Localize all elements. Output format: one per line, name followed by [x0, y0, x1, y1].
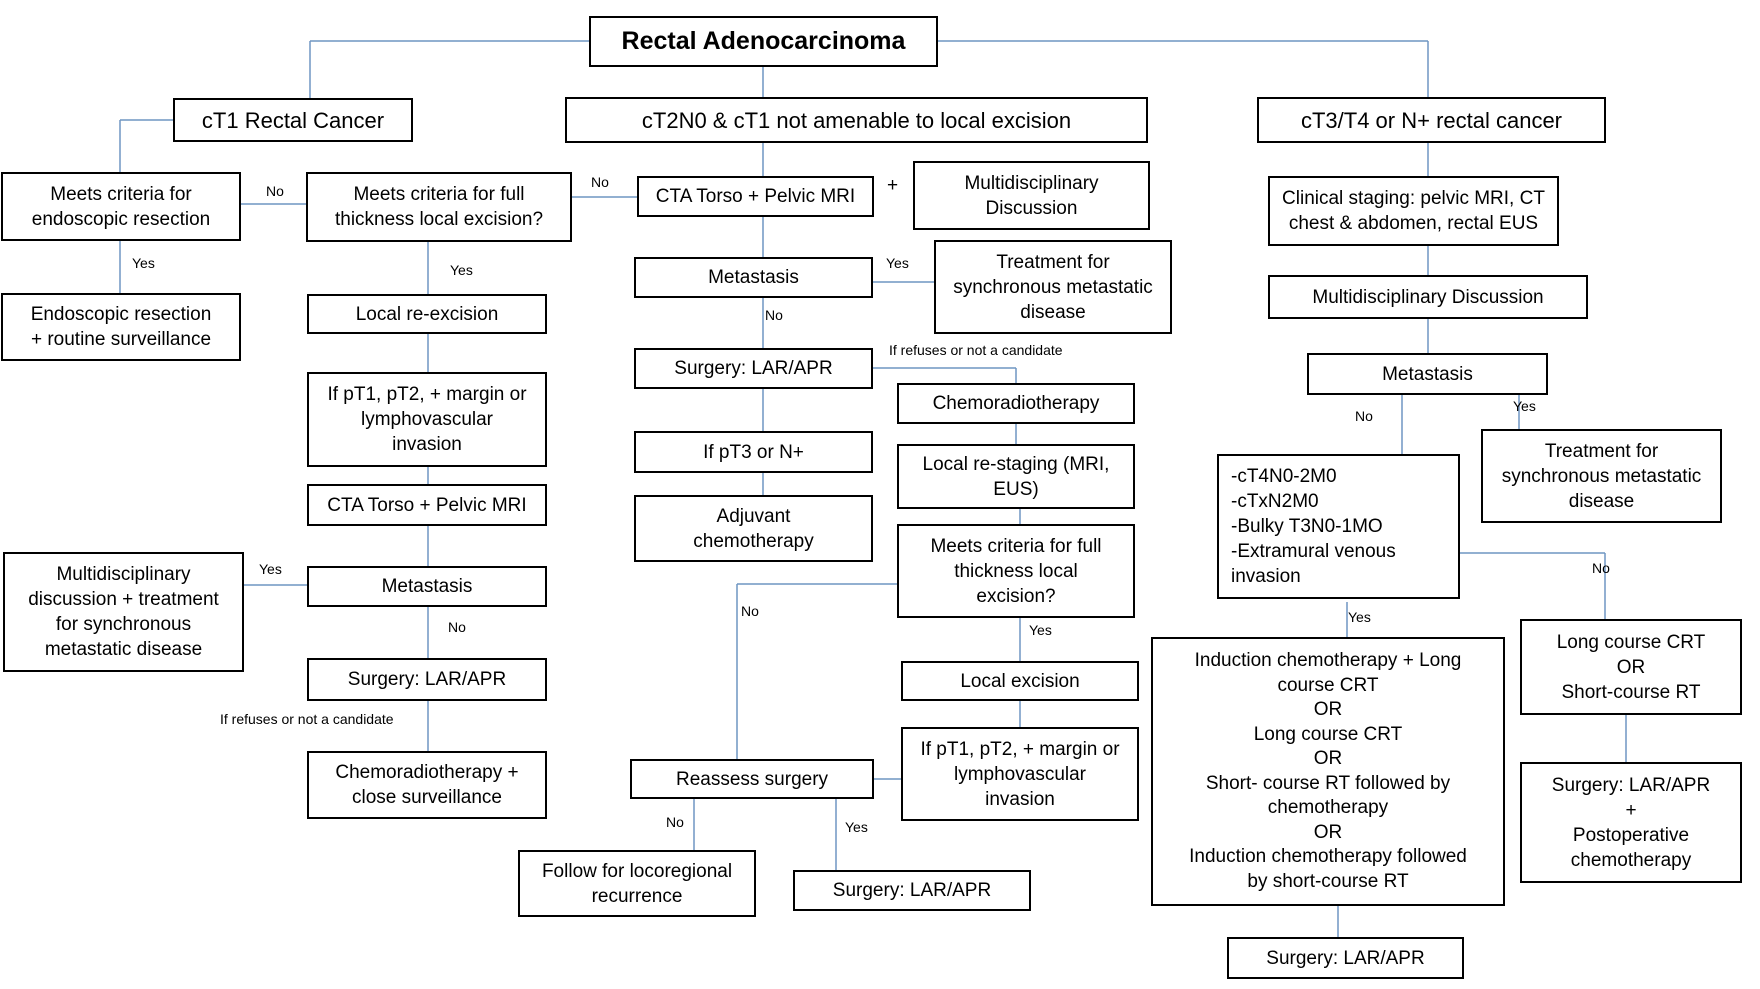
endo-resection-node: Endoscopic resection + routine surveilla… — [1, 293, 241, 361]
induction-options-node: Induction chemotherapy + Long course CRT… — [1151, 637, 1505, 906]
adjuvant-node: Adjuvant chemotherapy — [634, 495, 873, 562]
label-no-metastasis-center: No — [765, 307, 783, 323]
chemorad-close-node: Chemoradiotherapy + close surveillance — [307, 751, 547, 819]
surgery-right-node: Surgery: LAR/APR — [1227, 937, 1464, 979]
label-no-metastasis-left: No — [448, 619, 466, 635]
label-no-criteria: No — [1592, 560, 1610, 576]
label-yes-full-thickness-center: Yes — [1029, 622, 1052, 638]
label-yes-metastasis-left: Yes — [259, 561, 282, 577]
cta-center-node: CTA Torso + Pelvic MRI — [637, 176, 874, 217]
mdt-center-node: Multidisciplinary Discussion — [913, 161, 1150, 230]
treat-sync-right-node: Treatment for synchronous metastatic dis… — [1481, 429, 1722, 523]
pt1-margin-left-node: If pT1, pT2, + margin or lymphovascular … — [307, 372, 547, 467]
ct3-node: cT3/T4 or N+ rectal cancer — [1257, 97, 1606, 143]
label-yes-endo: Yes — [132, 255, 155, 271]
treat-sync-center-node: Treatment for synchronous metastatic dis… — [934, 240, 1172, 334]
surgery-center-node: Surgery: LAR/APR — [634, 348, 873, 389]
label-no-metastasis-right: No — [1355, 408, 1373, 424]
full-thickness-node: Meets criteria for full thickness local … — [306, 172, 572, 242]
pt1-margin-center-node: If pT1, pT2, + margin or lymphovascular … — [901, 727, 1139, 821]
reassess-node: Reassess surgery — [630, 759, 874, 799]
mdt-left-node: Multidisciplinary discussion + treatment… — [3, 552, 244, 672]
ct2-node: cT2N0 & cT1 not amenable to local excisi… — [565, 97, 1148, 143]
metastasis-left-node: Metastasis — [307, 566, 547, 607]
long-course-node: Long course CRT OR Short-course RT — [1520, 619, 1742, 715]
endo-criteria-node: Meets criteria for endoscopic resection — [1, 172, 241, 241]
root-node: Rectal Adenocarcinoma — [589, 16, 938, 67]
chemorad-center-node: Chemoradiotherapy — [897, 383, 1135, 424]
label-no-full-thickness-center: No — [741, 603, 759, 619]
if-pt3-node: If pT3 or N+ — [634, 431, 873, 473]
label-yes-metastasis-right: Yes — [1513, 398, 1536, 414]
full-thickness-center-node: Meets criteria for full thickness local … — [897, 524, 1135, 618]
label-no-reassess: No — [666, 814, 684, 830]
surgery-reassess-node: Surgery: LAR/APR — [793, 870, 1031, 911]
follow-up-node: Follow for locoregional recurrence — [518, 850, 756, 917]
label-yes-reassess: Yes — [845, 819, 868, 835]
clinical-staging-node: Clinical staging: pelvic MRI, CT chest &… — [1268, 176, 1559, 246]
cta-left-node: CTA Torso + Pelvic MRI — [307, 484, 547, 526]
restaging-node: Local re-staging (MRI, EUS) — [897, 444, 1135, 509]
metastasis-center-node: Metastasis — [634, 257, 873, 298]
surgery-postop-node: Surgery: LAR/APR + Postoperative chemoth… — [1520, 762, 1742, 883]
criteria-list-node: -cT4N0-2M0 -cTxN2M0 -Bulky T3N0-1MO -Ext… — [1217, 454, 1460, 599]
label-no-full-thickness: No — [591, 174, 609, 190]
label-yes-criteria: Yes — [1348, 609, 1371, 625]
ct1-node: cT1 Rectal Cancer — [173, 98, 413, 142]
surgery-left-node: Surgery: LAR/APR — [307, 658, 547, 701]
local-excision-node: Local excision — [901, 661, 1139, 701]
label-yes-metastasis-center: Yes — [886, 255, 909, 271]
local-reexcision-node: Local re-excision — [307, 294, 547, 334]
label-no-endo: No — [266, 183, 284, 199]
label-refuses-center: If refuses or not a candidate — [889, 342, 1063, 358]
metastasis-right-node: Metastasis — [1307, 353, 1548, 395]
plus-sign: + — [887, 175, 899, 196]
label-refuses-left: If refuses or not a candidate — [220, 711, 394, 727]
mdt-right-node: Multidisciplinary Discussion — [1268, 275, 1588, 319]
label-yes-full-thickness: Yes — [450, 262, 473, 278]
